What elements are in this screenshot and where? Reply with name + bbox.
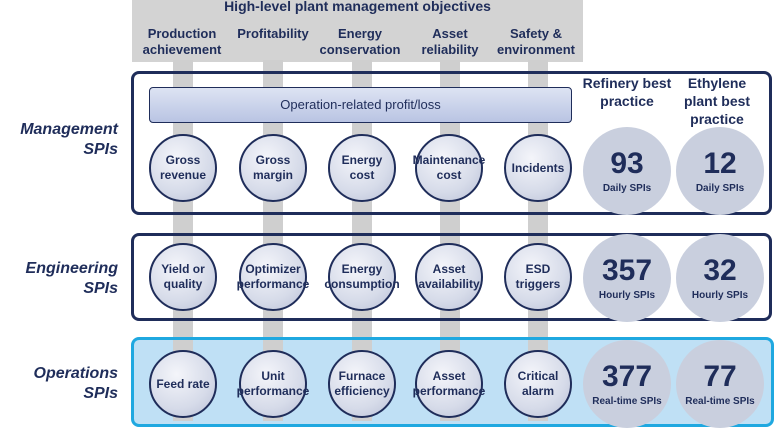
node-asset-performance: Asset performance: [413, 350, 485, 418]
refinery-hourly-unit: Hourly SPIs: [598, 290, 656, 301]
node-incidents: Incidents: [504, 134, 572, 202]
ethylene-realtime-count: 77: [703, 360, 737, 393]
ethylene-hourly-count: 32: [703, 254, 737, 287]
operation-profit-loss-bar: Operation-related profit/loss: [149, 87, 572, 123]
refinery-daily-unit: Daily SPIs: [602, 183, 652, 194]
engineering-spis-label: Engineering SPIs: [25, 260, 118, 297]
management-tier-box: [131, 71, 772, 215]
objective-production: Production achievement: [142, 26, 222, 57]
objective-profitability: Profitability: [237, 26, 309, 41]
node-asset-availability: Asset availability: [415, 243, 483, 311]
refinery-realtime-unit: Real-time SPIs: [592, 396, 662, 407]
node-furnace-efficiency: Furnace efficiency: [328, 350, 396, 418]
ethylene-daily-unit: Daily SPIs: [695, 183, 745, 194]
objective-energy: Energy conservation: [319, 26, 401, 57]
ethylene-hourly-spis-count: 32 Hourly SPIs: [676, 234, 764, 322]
node-unit-performance: Unit performance: [237, 350, 309, 418]
refinery-best-practice-header: Refinery best practice: [582, 75, 672, 109]
engineering-tier-box: [131, 233, 772, 321]
ethylene-best-practice-header: Ethylene plant best practice: [683, 75, 751, 127]
ethylene-realtime-unit: Real-time SPIs: [685, 396, 755, 407]
refinery-daily-spis-count: 93 Daily SPIs: [583, 127, 671, 215]
refinery-realtime-count: 377: [601, 360, 653, 393]
refinery-hourly-count: 357: [601, 254, 653, 287]
ethylene-hourly-unit: Hourly SPIs: [691, 290, 749, 301]
ethylene-daily-spis-count: 12 Daily SPIs: [676, 127, 764, 215]
management-spis-label: Management SPIs: [20, 121, 118, 158]
node-maintenance-cost: Maintenance cost: [413, 134, 485, 202]
objective-reliability: Asset reliability: [421, 26, 479, 57]
ethylene-daily-count: 12: [703, 147, 737, 180]
refinery-hourly-spis-count: 357 Hourly SPIs: [583, 234, 671, 322]
node-feed-rate: Feed rate: [149, 350, 217, 418]
refinery-daily-count: 93: [610, 147, 644, 180]
node-esd-triggers: ESD triggers: [504, 243, 572, 311]
objective-safety: Safety & environment: [496, 26, 575, 57]
ethylene-realtime-spis-count: 77 Real-time SPIs: [676, 340, 764, 428]
node-energy-consumption: Energy consumption: [324, 243, 400, 311]
node-gross-revenue: Gross revenue: [149, 134, 217, 202]
refinery-realtime-spis-count: 377 Real-time SPIs: [583, 340, 671, 428]
node-gross-margin: Gross margin: [239, 134, 307, 202]
node-energy-cost: Energy cost: [328, 134, 396, 202]
operations-spis-label: Operations SPIs: [33, 365, 118, 402]
node-optimizer-performance: Optimizer performance: [237, 243, 309, 311]
node-yield-or-quality: Yield or quality: [149, 243, 217, 311]
objectives-title: High-level plant management objectives: [224, 0, 491, 14]
node-critical-alarm: Critical alarm: [504, 350, 572, 418]
objectives-header-bar: [132, 0, 583, 62]
